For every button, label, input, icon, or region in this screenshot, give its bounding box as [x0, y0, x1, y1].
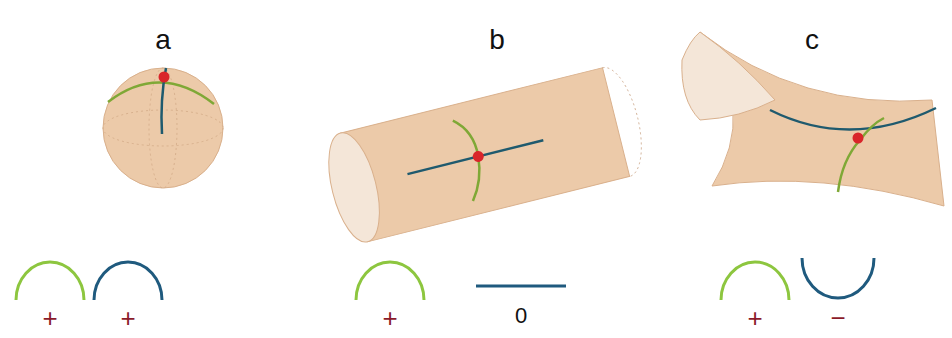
curvature-sign: −	[830, 305, 845, 331]
curvature-sign: 0	[515, 305, 527, 327]
curvature-sign: +	[382, 305, 397, 331]
curvature-symbols	[16, 258, 874, 300]
curvature-sign: +	[42, 305, 57, 331]
sphere	[103, 68, 223, 188]
curvature-sign: +	[747, 305, 762, 331]
panel-letter: a	[155, 26, 171, 54]
cylinder	[319, 62, 651, 247]
saddle-surface	[682, 32, 944, 206]
panel-letter: c	[805, 26, 819, 54]
curvature-sign: +	[120, 305, 135, 331]
panel-letter: b	[489, 26, 505, 54]
